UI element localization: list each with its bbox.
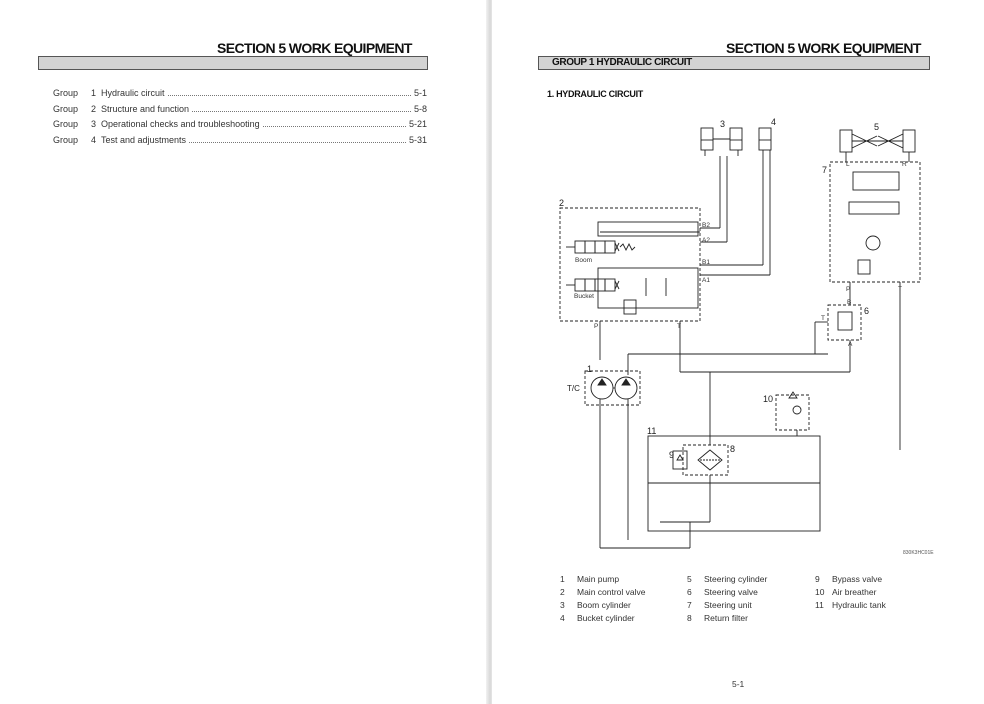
label-b2: B2 [702, 222, 710, 229]
label-t-steer: T [821, 315, 825, 322]
bucket-cylinder-symbol [758, 127, 772, 151]
section-title-right: SECTION 5 WORK EQUIPMENT [726, 40, 921, 56]
group-title-bar [538, 56, 930, 70]
toc-group-label: Group [53, 103, 79, 114]
hydraulic-circuit-diagram: 3 4 5 2 7 6 1 10 11 8 9 T/C Boom Bucket … [559, 117, 934, 556]
air-breather-box [775, 394, 810, 431]
label-6: 6 [864, 306, 869, 316]
toc-group-number: 1 [91, 88, 97, 98]
toc-leader-dots [192, 110, 411, 112]
toc-entry[interactable]: Group 2 Structure and function 5-8 [53, 104, 427, 120]
label-3: 3 [720, 119, 725, 129]
boom-cylinder-symbol [700, 127, 743, 156]
filter-diamond [697, 449, 723, 471]
toc-leader-dots [262, 126, 406, 127]
label-boom: Boom [575, 257, 592, 264]
toc-page-number: 5-1 [413, 88, 427, 98]
toc-page-number: 5-21 [408, 119, 427, 129]
hydraulic-tank [647, 435, 821, 532]
bucket-spool-symbol [566, 278, 620, 292]
label-1: 1 [587, 364, 592, 374]
toc-entry[interactable]: Group 1 Hydraulic circuit 5-1 [53, 88, 427, 104]
label-10: 10 [763, 394, 773, 404]
toc-title: Operational checks and troubleshooting [101, 119, 260, 129]
toc-title: Test and adjustments [101, 134, 187, 145]
label-b1: B1 [702, 259, 710, 266]
steering-unit-box [829, 161, 921, 283]
label-t-valve: T [677, 323, 681, 330]
label-a: A [848, 341, 853, 348]
toc-group-number: 3 [91, 119, 97, 129]
label-7: 7 [822, 165, 827, 175]
toc-title: Structure and function [101, 103, 190, 114]
label-2: 2 [559, 198, 564, 208]
right-page: SECTION 5 WORK EQUIPMENT [492, 0, 984, 704]
label-l: L [846, 161, 850, 168]
section-title-bar-left [38, 56, 428, 70]
label-t-unit: T [898, 286, 902, 293]
return-filter-box [682, 444, 729, 476]
toc-leader-dots [167, 95, 411, 96]
section-title-left: SECTION 5 WORK EQUIPMENT [217, 40, 412, 56]
boom-spool-symbol [566, 240, 636, 254]
table-of-contents: Group 1 Hydraulic circuit 5-1 Group 2 St… [53, 88, 427, 150]
figure-code: 830K3HC01E [903, 550, 934, 556]
toc-entry[interactable]: Group 4 Test and adjustments 5-31 [53, 135, 427, 151]
label-a1: A1 [702, 277, 710, 284]
group-title: GROUP 1 HYDRAULIC CIRCUIT [552, 57, 692, 68]
label-8: 8 [730, 444, 735, 454]
label-bucket: Bucket [574, 293, 594, 300]
toc-group-label: Group [53, 88, 79, 98]
book-gutter [486, 0, 494, 704]
toc-leader-dots [189, 141, 406, 143]
label-tc: T/C [567, 384, 580, 393]
label-p-valve: P [594, 323, 598, 330]
main-pump-box [584, 370, 641, 406]
left-page: SECTION 5 WORK EQUIPMENT Group 1 Hydraul… [0, 0, 488, 704]
page-number: 5-1 [732, 679, 745, 689]
toc-page-number: 5-31 [408, 134, 427, 145]
label-b: B [847, 299, 851, 306]
toc-group-label: Group [53, 134, 79, 145]
label-a2: A2 [702, 237, 710, 244]
toc-entry[interactable]: Group 3 Operational checks and troublesh… [53, 119, 427, 135]
toc-group-number: 4 [91, 134, 97, 145]
steering-valve-box [827, 304, 862, 341]
toc-page-number: 5-8 [413, 103, 427, 114]
sub-title: 1. HYDRAULIC CIRCUIT [547, 89, 644, 99]
label-p-unit: P [846, 286, 850, 293]
label-r: R [902, 161, 907, 168]
toc-group-label: Group [53, 119, 79, 129]
toc-group-number: 2 [91, 103, 97, 114]
main-control-valve-box [559, 207, 701, 322]
label-11: 11 [647, 426, 656, 436]
label-4: 4 [771, 117, 776, 127]
label-5: 5 [874, 122, 879, 132]
label-9: 9 [669, 450, 674, 460]
toc-title: Hydraulic circuit [101, 88, 165, 98]
steering-cylinder-symbol [839, 129, 916, 153]
